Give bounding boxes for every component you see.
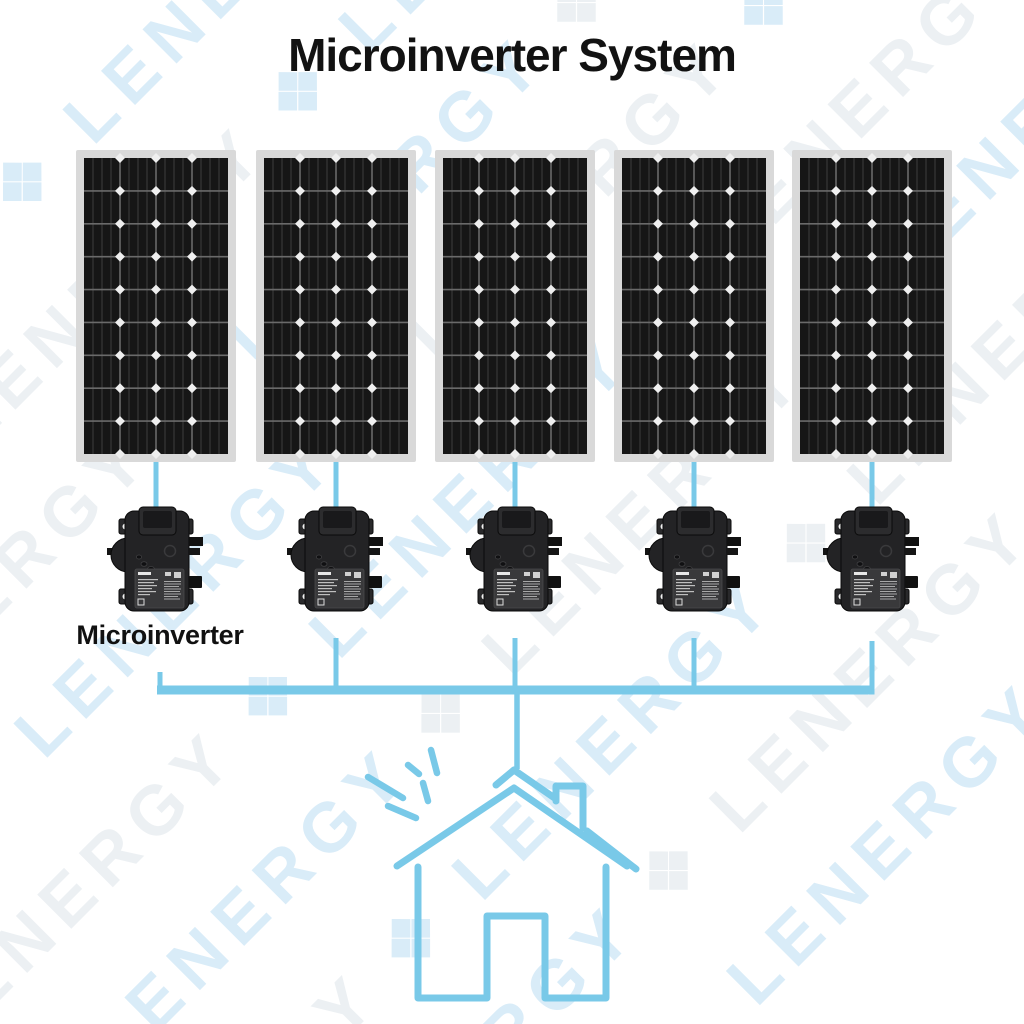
solar-panel-4 [613,149,775,463]
microinverter-3 [465,506,563,612]
solar-panel-2 [255,149,417,463]
house-icon [364,746,640,1002]
wiring-lines [153,462,875,769]
microinverter-label: Microinverter [76,620,244,650]
page-title: Microinverter System [288,29,737,81]
solar-panel-1 [75,149,237,463]
solar-panel-3 [434,149,596,463]
walls-and-door [414,863,610,1002]
microinverter-1 [106,506,204,612]
spark-rays [364,746,441,822]
roof [393,784,631,870]
solar-panel-5 [791,149,953,463]
microinverter-5 [822,506,920,612]
chimney [552,782,587,832]
microinverter-2 [286,506,384,612]
microinverter-4 [644,506,742,612]
solar-panels-row [75,149,953,463]
